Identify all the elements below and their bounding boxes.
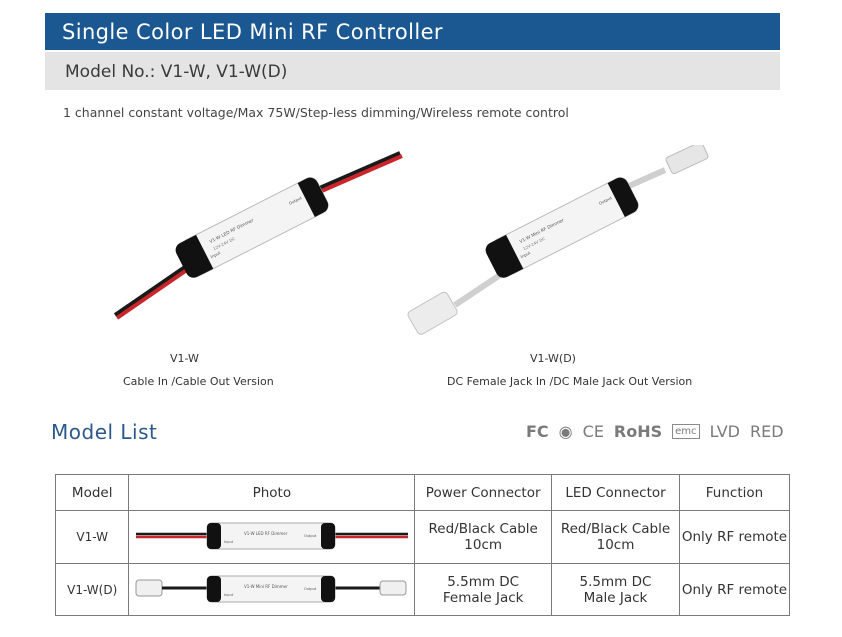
product-caption-v1-w: Cable In /Cable Out Version [123,375,274,388]
product-name-v1-w-d: V1-W(D) [530,352,576,365]
emc-logo: emc [672,424,700,439]
port-input-label: Input [210,250,222,259]
row-port-output-label: Output [304,534,317,538]
fcc-logo: FC [526,422,549,441]
row-port-output-label: Output [304,587,317,591]
led-connector-cell: 5.5mm DC Male Jack [551,563,680,616]
led-connector-line-1: Red/Black Cable [560,521,671,537]
row-controller-label: V1-W LED RF Dimmer [244,531,288,536]
port-output-label: Output [288,195,303,206]
page-title: Single Color LED Mini RF Controller [62,20,443,44]
column-header-model: Model [54,474,130,511]
function-cell: Only RF remote [678,563,791,616]
table-row: V1-W V1-W LED RF Dimmer Input Output Red… [54,510,791,564]
lvd-logo: LVD [709,422,740,441]
product-caption-v1-w-d: DC Female Jack In /DC Male Jack Out Vers… [447,375,693,388]
column-header-photo: Photo [128,474,416,511]
column-header-power-connector: Power Connector [414,474,553,511]
power-connector-line-2: Female Jack [442,589,524,606]
model-list-table: Model Photo Power Connector LED Connecto… [54,474,791,616]
power-connector-cell: Red/Black Cable 10cm [414,510,553,564]
model-cell: V1-W [54,510,130,564]
led-connector-cell: Red/Black Cable 10cm [551,510,680,564]
controller-body-d: V1-W Mini RF Dimmer 12V-24V DC Input Out… [485,177,639,278]
power-connector-line-2: 10cm [464,537,503,553]
model-number: Model No.: V1-W, V1-W(D) [65,62,288,82]
power-connector-cell: 5.5mm DC Female Jack [414,563,553,616]
row-port-input-label: Input [224,593,234,597]
model-cell: V1-W(D) [54,563,130,616]
table-header-row: Model Photo Power Connector LED Connecto… [54,474,791,511]
product-photo-v1-w-d: V1-W Mini RF Dimmer 12V-24V DC Input Out… [407,145,709,335]
product-description: 1 channel constant voltage/Max 75W/Step-… [63,105,569,120]
model-list-title: Model List [51,420,158,444]
led-connector-line-2: 10cm [596,537,635,553]
product-name-v1-w: V1-W [170,352,199,365]
dc-male-jack [618,145,709,193]
certification-logos: FC ◉ CE RoHS emc LVD RED [526,422,784,441]
row-controller-label: V1-W Mini RF Dimmer [244,584,288,589]
row-photo-v1-w-d: V1-W Mini RF Dimmer Input Output [135,575,407,602]
controller-body: V1-W LED RF Dimmer 12V-24V DC Input Outp… [175,177,329,278]
row-photo-v1-w: V1-W LED RF Dimmer Input Output [135,522,408,550]
column-header-led-connector: LED Connector [551,474,680,511]
port-output-label: Output [598,195,613,206]
c-tick-logo: ◉ [558,422,573,441]
ce-logo: CE [582,422,604,441]
photo-cell: V1-W LED RF Dimmer Input Output [128,510,416,564]
power-connector-line-1: Red/Black Cable [428,521,538,537]
rohs-logo: RoHS [613,422,663,441]
led-connector-line-2: Male Jack [583,589,648,606]
title-banner: Single Color LED Mini RF Controller [45,13,780,50]
model-banner: Model No.: V1-W, V1-W(D) [45,52,780,90]
cable-in [113,258,199,320]
photo-cell: V1-W Mini RF Dimmer Input Output [128,563,416,616]
cable-out [314,151,403,195]
led-connector-line-1: 5.5mm DC [579,573,652,590]
power-connector-line-1: 5.5mm DC [447,573,520,590]
port-input-label: Input [520,250,532,259]
red-logo: RED [749,422,784,441]
table-row: V1-W(D) V1-W Mini RF Dimmer Input Output… [54,563,791,616]
column-header-function: Function [678,474,791,511]
product-photo-v1-w: V1-W LED RF Dimmer 12V-24V DC Input Outp… [113,151,403,320]
row-port-input-label: Input [224,540,234,544]
dc-female-jack [407,272,502,335]
function-cell: Only RF remote [678,510,791,564]
